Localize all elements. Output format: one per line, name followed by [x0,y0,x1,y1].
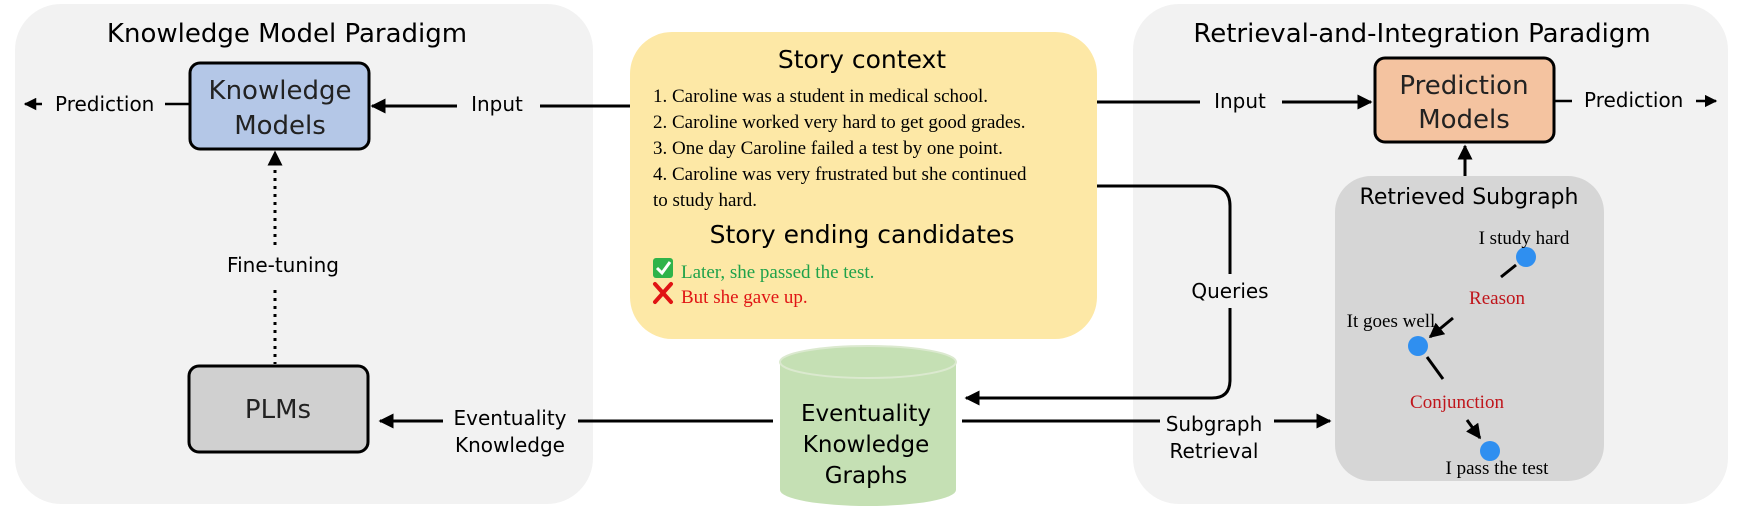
node-label-pass-test: I pass the test [1446,458,1550,479]
kg-line2: Knowledge [803,432,929,458]
story-box: Story context 1. Caroline was a student … [630,32,1097,339]
story-context-title: Story context [778,45,946,74]
ending-correct: Later, she passed the test. [681,262,874,283]
queries-label-bg [1190,274,1270,308]
retrieved-subgraph-box: Retrieved Subgraph [1335,176,1604,481]
node-dot-pass-test [1480,441,1500,461]
eventuality-kg-cylinder: Eventuality Knowledge Graphs [779,345,957,506]
kg-line1: Eventuality [801,401,931,427]
left-input-label: Input [471,92,523,116]
edge-conjunction-pass [1465,419,1482,440]
plms-label: PLMs [245,395,311,425]
subgraph-retrieval-line1: Subgraph [1166,412,1263,436]
story-line-5: to study hard. [653,190,757,211]
relation-reason: Reason [1469,288,1525,309]
prediction-models-box: Prediction Models [1373,56,1556,144]
left-panel-title: Knowledge Model Paradigm [107,19,467,49]
kg-line3: Graphs [825,463,908,489]
knowledge-models-line1: Knowledge [209,76,352,106]
story-ending-title: Story ending candidates [710,220,1015,249]
cross-icon [653,282,673,304]
node-label-study-hard: I study hard [1479,228,1570,249]
ending-wrong: But she gave up. [681,287,808,308]
story-line-2: 2. Caroline worked very hard to get good… [653,112,1026,133]
edge-study-reason [1500,263,1517,279]
knowledge-models-line2: Models [234,111,326,141]
knowledge-models-box: Knowledge Models [188,61,371,151]
eventuality-knowledge-line1: Eventuality [453,406,566,430]
edge-reason-goeswell [1428,316,1454,339]
relation-conjunction: Conjunction [1410,392,1504,413]
edge-goeswell-conjunction [1425,356,1445,380]
story-line-3: 3. One day Caroline failed a test by one… [653,138,1003,159]
prediction-models-line2: Models [1418,105,1510,135]
fine-tuning-label: Fine-tuning [227,253,339,277]
plms-box: PLMs [187,364,370,454]
retrieved-subgraph-title: Retrieved Subgraph [1360,185,1579,210]
check-icon [653,258,673,278]
right-input-label: Input [1214,89,1266,113]
node-label-goes-well: It goes well [1347,311,1436,332]
story-line-1: 1. Caroline was a student in medical sch… [653,86,988,107]
node-dot-goes-well [1408,336,1428,356]
right-prediction-label: Prediction [1584,88,1683,112]
story-line-4: 4. Caroline was very frustrated but she … [653,164,1027,185]
prediction-models-line1: Prediction [1399,71,1528,101]
node-dot-study-hard [1516,247,1536,267]
subgraph-retrieval-line2: Retrieval [1170,439,1259,463]
left-prediction-label: Prediction [55,92,154,116]
eventuality-knowledge-line2: Knowledge [455,433,565,457]
right-panel-title: Retrieval-and-Integration Paradigm [1193,19,1650,49]
knowledge-model-paradigm-panel: Knowledge Model Paradigm [15,4,593,504]
queries-label: Queries [1191,279,1268,303]
